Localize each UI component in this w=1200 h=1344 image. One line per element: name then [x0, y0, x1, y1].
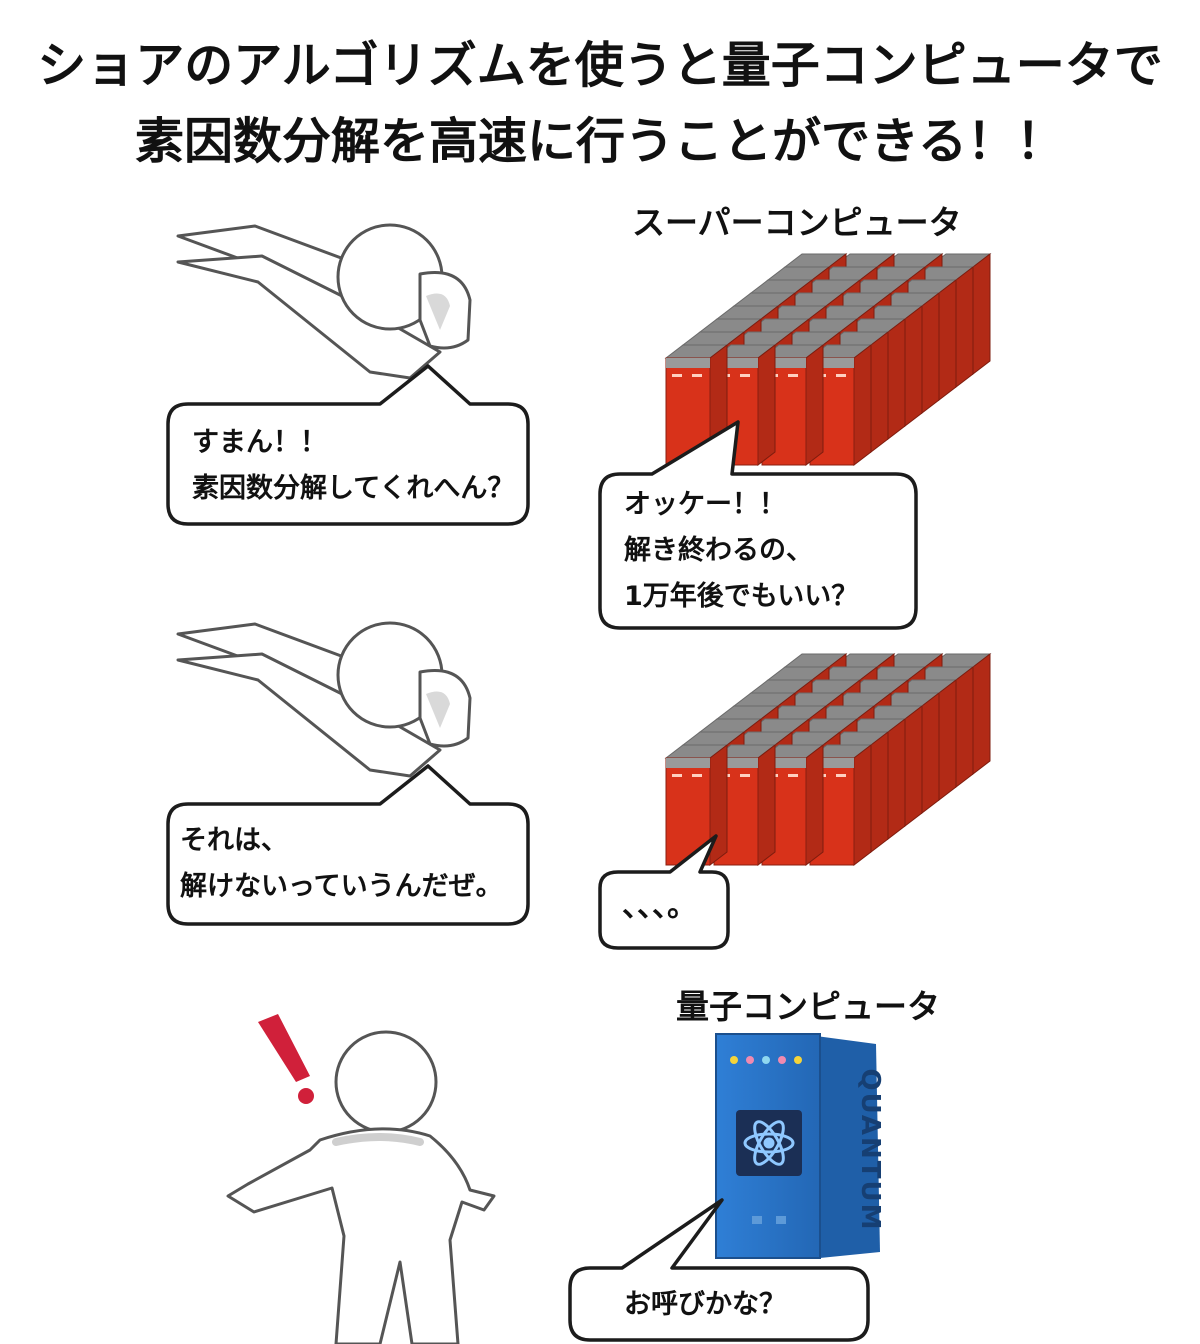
- speech-bubble-retort: [166, 764, 530, 926]
- rack-cabinet: [664, 743, 729, 867]
- retort-line-1: それは、: [180, 825, 288, 856]
- atom-icon: [743, 1120, 795, 1166]
- quantum-panel-text: QUANTUM: [855, 1068, 885, 1231]
- surprised-person: [226, 1030, 496, 1344]
- exclamation-mark-icon: [258, 1014, 314, 1104]
- retort-text: それは、 解けないっていうんだぜ。: [180, 818, 503, 910]
- supercomputer-label: スーパーコンピュータ: [632, 203, 962, 242]
- speech-bubble-silence: [598, 834, 730, 950]
- silence-line-1: 、、、。: [622, 889, 697, 924]
- request-line-2: 素因数分解してくれへん？: [192, 473, 515, 504]
- quantum-computer: QUANTUM: [715, 1033, 885, 1259]
- supercomputer-rack-2: [664, 652, 992, 867]
- bowing-person-2: [176, 621, 472, 778]
- request-text: すまん！！ 素因数分解してくれへん？: [192, 420, 514, 512]
- title-line-1: ショアのアルゴリズムを使うと量子コンピュータで: [37, 37, 1163, 94]
- supercomputer-rack-1: [664, 252, 992, 467]
- super-reply-line-3: 1万年後でもいい？: [624, 581, 859, 612]
- silence-text: 、、、。: [622, 884, 697, 930]
- super-reply-text: オッケー！！ 解き終わるの、 1万年後でもいい？: [624, 482, 858, 620]
- quantum-computer-label: 量子コンピュータ: [676, 987, 940, 1026]
- retort-line-2: 解けないっていうんだぜ。: [180, 871, 503, 902]
- title-line-2: 素因数分解を高速に行うことができる！！: [134, 113, 1066, 170]
- speech-bubble-request: [166, 364, 530, 526]
- speech-bubble-quantum: [568, 1198, 870, 1342]
- speech-bubble-super-reply: [598, 420, 918, 630]
- quantum-offer-text: お呼びかな？: [624, 1282, 786, 1328]
- request-line-1: すまん！！: [192, 427, 327, 458]
- super-reply-line-2: 解き終わるの、: [624, 535, 813, 566]
- quantum-offer-line-1: お呼びかな？: [624, 1289, 786, 1320]
- bowing-person-1: [176, 223, 472, 380]
- super-reply-line-1: オッケー！！: [624, 489, 786, 520]
